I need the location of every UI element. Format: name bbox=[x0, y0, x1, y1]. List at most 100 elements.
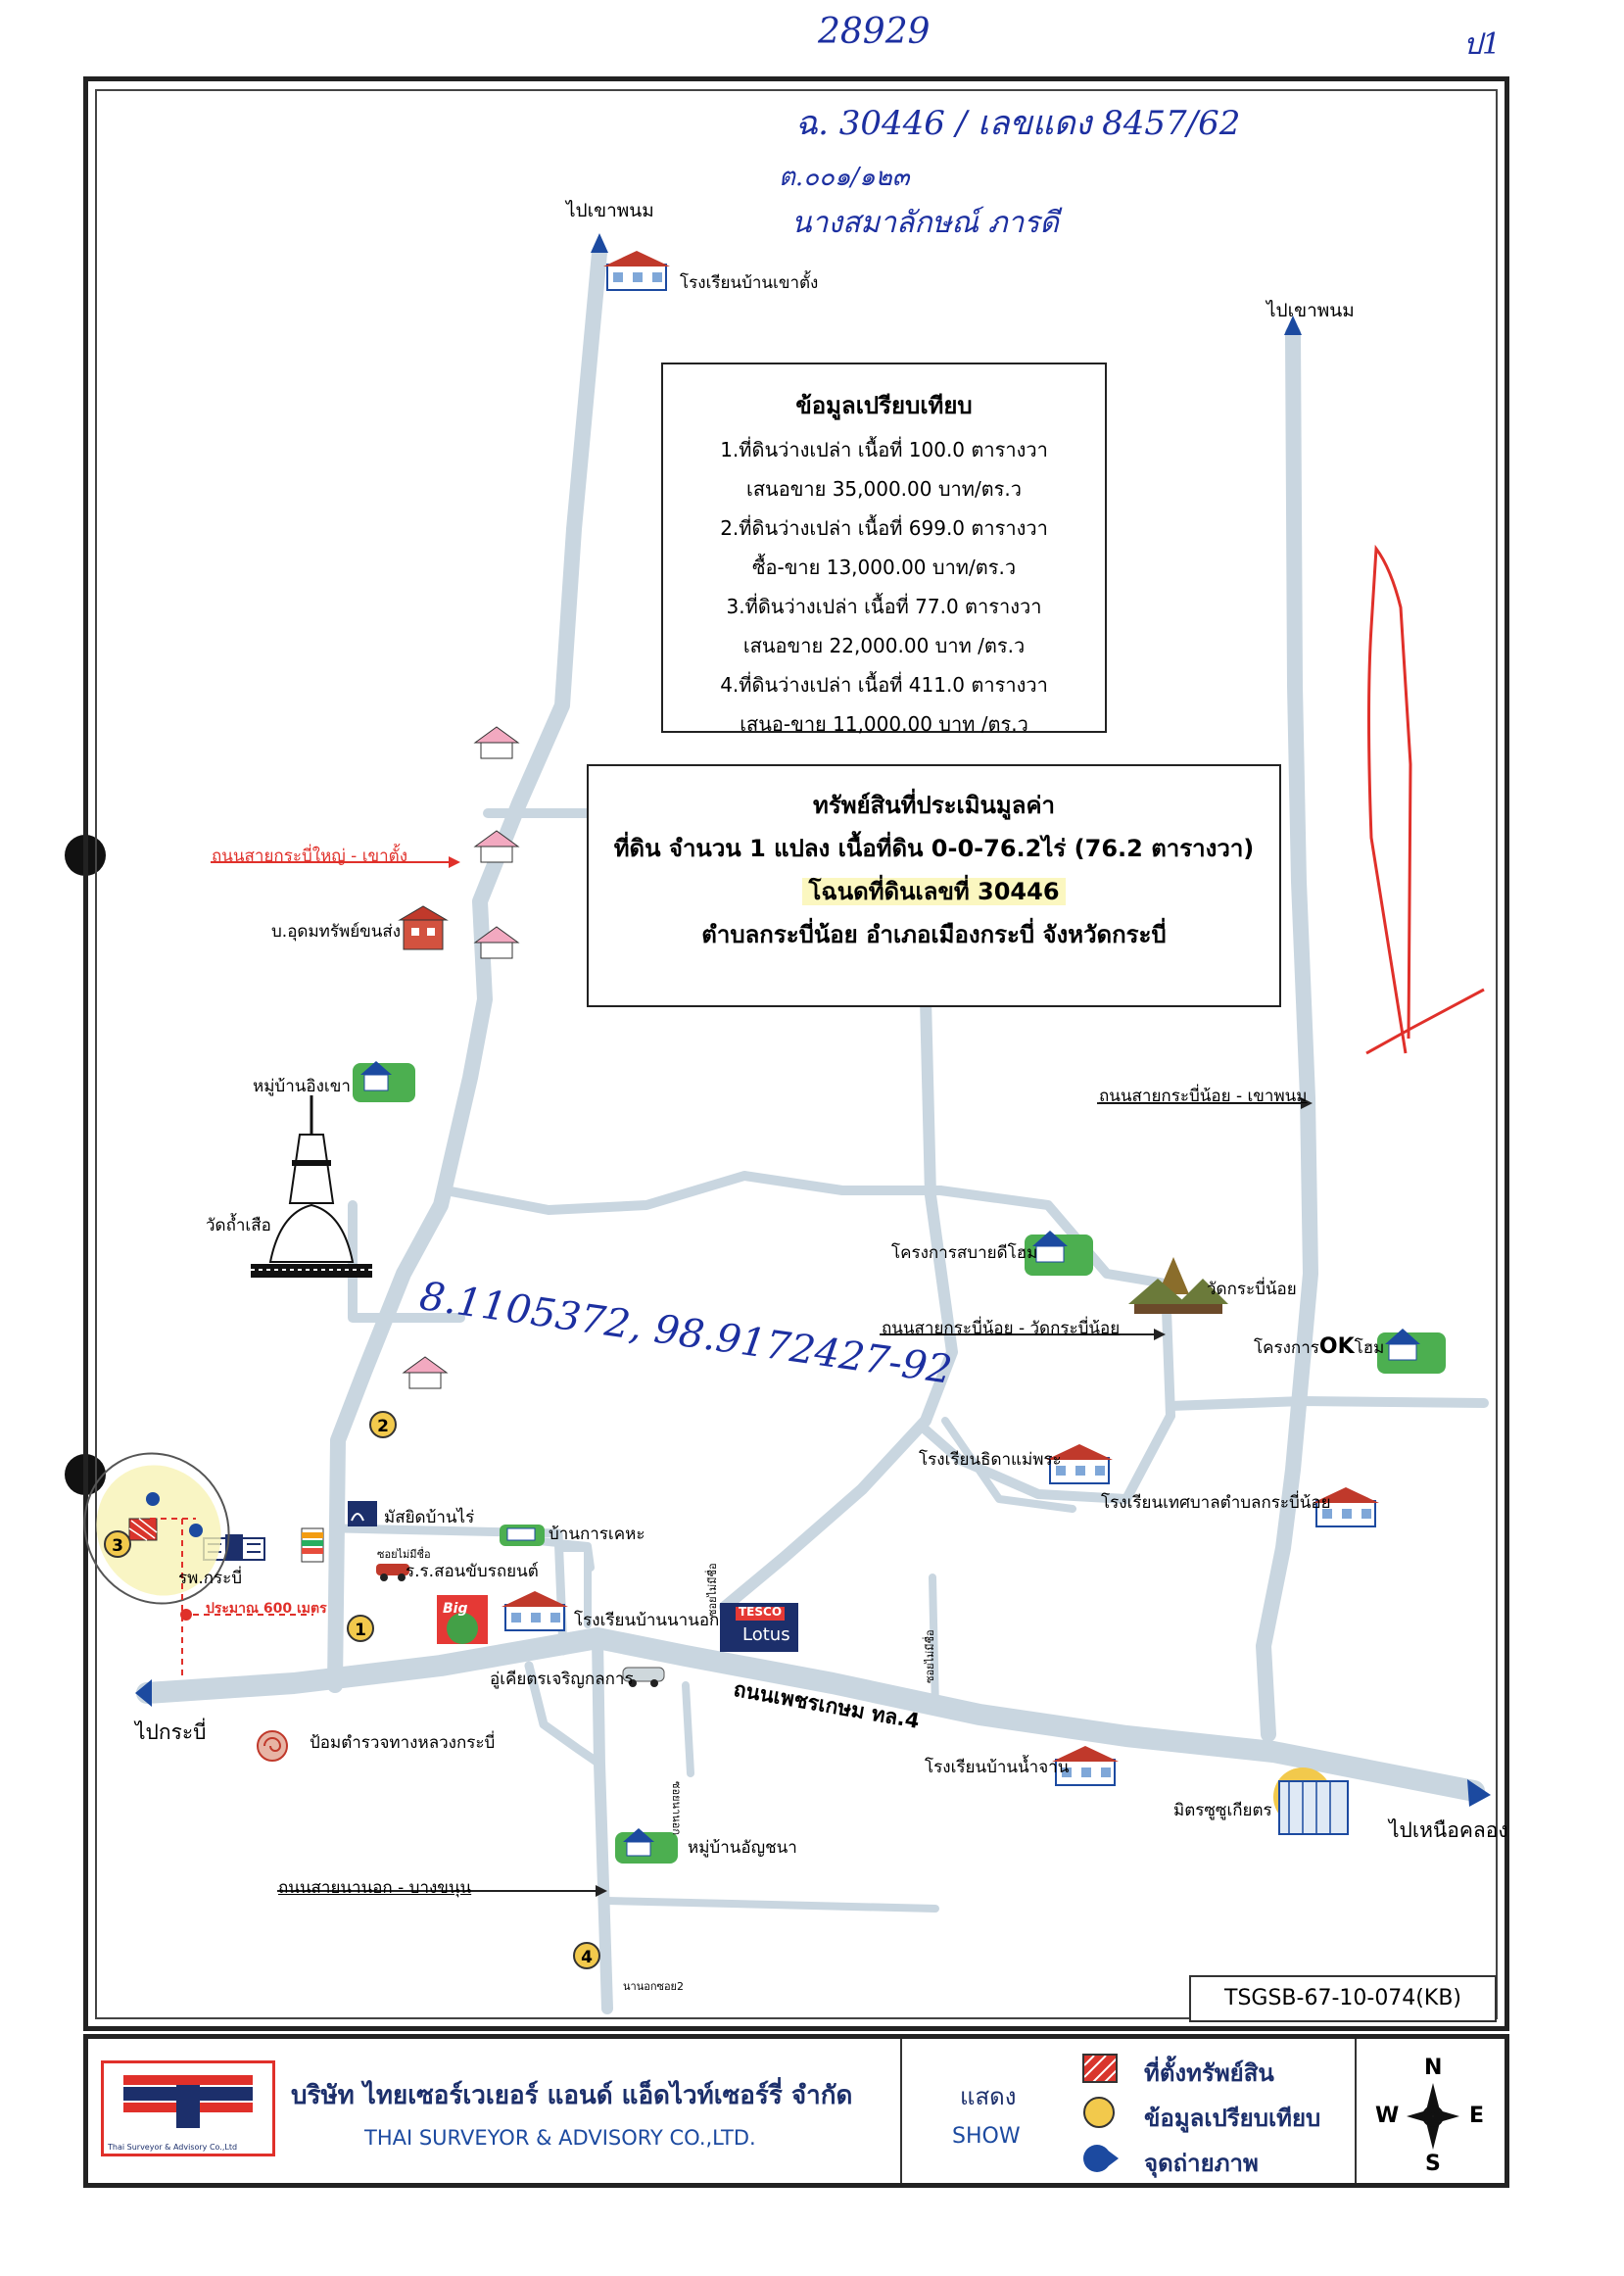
handwritten-ref-note: ต.๐๐๑/๑๒๓ bbox=[779, 163, 910, 192]
legend-show-en: SHOW bbox=[952, 2124, 1021, 2149]
label-tesco: TESCO bbox=[739, 1605, 783, 1619]
road-phetkasem bbox=[136, 1627, 1485, 1802]
handwritten-deed-note: ฉ. 30446 / เลขแดง 8457/62 bbox=[795, 104, 1241, 143]
legend-show-th: แสดง bbox=[960, 2083, 1017, 2110]
legend-property-hatch bbox=[1084, 2056, 1116, 2081]
road-north-right bbox=[1256, 325, 1318, 1742]
property-deed-text: โฉนดที่ดินเลขที่ 30446 bbox=[802, 878, 1066, 905]
company-logo: Thai Surveyor & Advisory Co.,Ltd bbox=[101, 2060, 275, 2156]
compass-north: N bbox=[1424, 2056, 1443, 2080]
compass-east: E bbox=[1469, 2104, 1485, 2128]
comparison-data-box: ข้อมูลเปรียบเทียบ 1.ที่ดินว่างเปล่า เนื้… bbox=[661, 363, 1107, 736]
direction-nuea-khlong: ไปเหนือคลอง bbox=[1389, 1818, 1508, 1842]
label-garage: อู่เคียตรเจริญกลการ bbox=[490, 1670, 634, 1689]
label-distance: ประมาณ 600 เมตร bbox=[206, 1601, 327, 1617]
legend-label-comparison: ข้อมูลเปรียบเทียบ bbox=[1144, 2105, 1321, 2132]
footer-legend-cell bbox=[900, 2036, 1357, 2188]
label-soi-vertical: ซอยไม่มีชื่อ bbox=[706, 1563, 719, 1617]
company-logo-mark bbox=[123, 2075, 253, 2128]
label-big-c: Big bbox=[443, 1601, 468, 1617]
label-driving-school: ร.ร.สอนขับรถยนต์ bbox=[406, 1562, 539, 1581]
label-school-namjan: โรงเรียนบ้านน้ำจาน bbox=[925, 1758, 1070, 1777]
label-police: ป้อมตำรวจทางหลวงกระบี่ bbox=[310, 1733, 496, 1753]
dealership-icon bbox=[1273, 1768, 1349, 1835]
direction-krabi: ไปกระบี่ bbox=[135, 1720, 207, 1744]
label-soi-vertical: ซอยนานอก bbox=[670, 1781, 683, 1835]
company-logo-caption: Thai Surveyor & Advisory Co.,Ltd bbox=[108, 2143, 238, 2152]
label-lotus: Lotus bbox=[742, 1624, 790, 1645]
comparison-line: 3.ที่ดินว่างเปล่า เนื้อที่ 77.0 ตารางวา bbox=[726, 595, 1042, 618]
convenience-store-icon bbox=[301, 1527, 324, 1563]
legend-label-property: ที่ตั้งทรัพย์สิน bbox=[1144, 2059, 1274, 2087]
mosque-icon bbox=[348, 1501, 377, 1526]
label-road-wat: ถนนสายกระบี่น้อย - วัดกระบี่น้อย bbox=[882, 1319, 1121, 1338]
car-icon bbox=[376, 1564, 409, 1581]
pagoda-icon bbox=[251, 1095, 372, 1278]
comparison-line: เสนอ-ขาย 11,000.00 บาท /ตร.ว bbox=[740, 712, 1028, 736]
label-ok-home-suffix: โฮม bbox=[1354, 1338, 1385, 1358]
big-c-logo bbox=[437, 1595, 488, 1644]
comparison-marker-1: 1 bbox=[347, 1615, 374, 1642]
property-size: ที่ดิน จำนวน 1 แปลง เนื้อที่ดิน 0-0-76.2… bbox=[613, 835, 1255, 862]
temple-icon bbox=[1128, 1257, 1228, 1314]
road-wat bbox=[719, 993, 958, 1613]
label-soi-nameless: ซอยไม่มีชื่อ bbox=[377, 1548, 431, 1561]
compass-south: S bbox=[1425, 2152, 1441, 2176]
comparison-marker-3: 3 bbox=[104, 1530, 131, 1558]
direction-khaophanom-left: ไปเขาพนม bbox=[566, 200, 654, 221]
legend-label-photo: จุดถ่ายภาพ bbox=[1144, 2150, 1259, 2177]
label-mosque: มัสยิดบ้านไร่ bbox=[384, 1508, 475, 1527]
company-name-th: บริษัท ไทยเซอร์เวเยอร์ แอนด์ แอ็ดไวท์เซอ… bbox=[291, 2081, 853, 2110]
village-icons bbox=[353, 1061, 1446, 1864]
map-frame bbox=[95, 89, 1498, 2019]
handwritten-file-number: 28929 bbox=[818, 12, 931, 52]
label-village-anchana: หมู่บ้านอัญชนา bbox=[688, 1838, 797, 1858]
property-location bbox=[83, 1452, 230, 1605]
label-udom-transport: บ.อุดมทรัพย์ขนส่ง bbox=[271, 922, 402, 942]
comparison-marker-4: 4 bbox=[573, 1942, 600, 1969]
direction-khaophanom-right: ไปเขาพนม bbox=[1266, 300, 1355, 321]
property-title: ทรัพย์สินที่ประเมินมูลค่า bbox=[813, 792, 1055, 819]
label-project-sabai: โครงการสบายดีโฮม bbox=[891, 1243, 1038, 1263]
house-icons bbox=[398, 726, 520, 1389]
comparison-line: 1.ที่ดินว่างเปล่า เนื้อที่ 100.0 ตารางวา bbox=[720, 438, 1048, 461]
comparison-title: ข้อมูลเปรียบเทียบ bbox=[795, 392, 973, 419]
label-wat-thamsua: วัดถ้ำเสือ bbox=[206, 1216, 271, 1235]
property-location-text: ตำบลกระบี่น้อย อำเภอเมืองกระบี่ จังหวัดก… bbox=[701, 921, 1167, 948]
footer-compass-cell bbox=[1355, 2036, 1509, 2188]
handwritten-page-mark: ป1 bbox=[1463, 27, 1502, 62]
school-icons bbox=[502, 251, 1379, 1786]
label-ok-home-prefix: โครงการ bbox=[1254, 1338, 1319, 1358]
label-mitsu: มิตรซูซูเกียตร bbox=[1173, 1801, 1272, 1820]
label-wat-krabinoi: วัดกระบี่น้อย bbox=[1207, 1280, 1297, 1299]
label-ok-home: โครงการOKโฮม bbox=[1254, 1334, 1384, 1361]
garage-car-icon bbox=[622, 1667, 665, 1687]
legend-property-swatch bbox=[1082, 2054, 1118, 2083]
label-village-ingkhao: หมู่บ้านอิงเขา bbox=[253, 1077, 351, 1096]
handwritten-owner-note: นางสมาลักษณ์ ภารดี bbox=[791, 206, 1059, 240]
footer-company-cell bbox=[83, 2036, 902, 2188]
compass-rose-icon bbox=[1407, 2083, 1459, 2150]
police-box-icon bbox=[257, 1730, 288, 1762]
comparison-line: 4.ที่ดินว่างเปล่า เนื้อที่ 411.0 ตารางวา bbox=[720, 673, 1048, 697]
label-hospital: รพ.กระบี่ bbox=[178, 1569, 243, 1588]
label-ok-home-brand: OK bbox=[1318, 1334, 1355, 1359]
label-road-krabinoi-khaophanom: ถนนสายกระบี่น้อย - เขาพนม bbox=[1099, 1087, 1308, 1106]
compass-west: W bbox=[1375, 2104, 1400, 2128]
property-info-box: ทรัพย์สินที่ประเมินมูลค่า ที่ดิน จำนวน 1… bbox=[587, 764, 1281, 1007]
road-north-left bbox=[327, 245, 607, 1693]
label-school-nanok: โรงเรียนบ้านนานอก bbox=[574, 1611, 720, 1630]
tesco-lotus-logo bbox=[720, 1603, 798, 1652]
comparison-marker-2: 2 bbox=[369, 1411, 397, 1438]
label-school-maephra: โรงเรียนธิดาแม่พระ bbox=[919, 1450, 1062, 1470]
label-road-nanok: ถนนสายนานอก - บางขนุน bbox=[278, 1878, 472, 1898]
legend-photo-swatch bbox=[1083, 2145, 1119, 2172]
comparison-line: ซื้อ-ขาย 13,000.00 บาท/ตร.ว bbox=[751, 556, 1017, 579]
label-school-thesaban: โรงเรียนเทศบาลตำบลกระบี่น้อย bbox=[1101, 1493, 1331, 1513]
comparison-line: เสนอขาย 35,000.00 บาท/ตร.ว bbox=[745, 477, 1022, 501]
company-name-en: THAI SURVEYOR & ADVISORY CO.,LTD. bbox=[364, 2126, 756, 2150]
label-house-kaheh: บ้านการเคหะ bbox=[549, 1525, 645, 1544]
label-soi-vertical: ซอยไม่มีชื่อ bbox=[924, 1629, 936, 1683]
comparison-line: เสนอขาย 22,000.00 บาท /ตร.ว bbox=[742, 634, 1026, 657]
